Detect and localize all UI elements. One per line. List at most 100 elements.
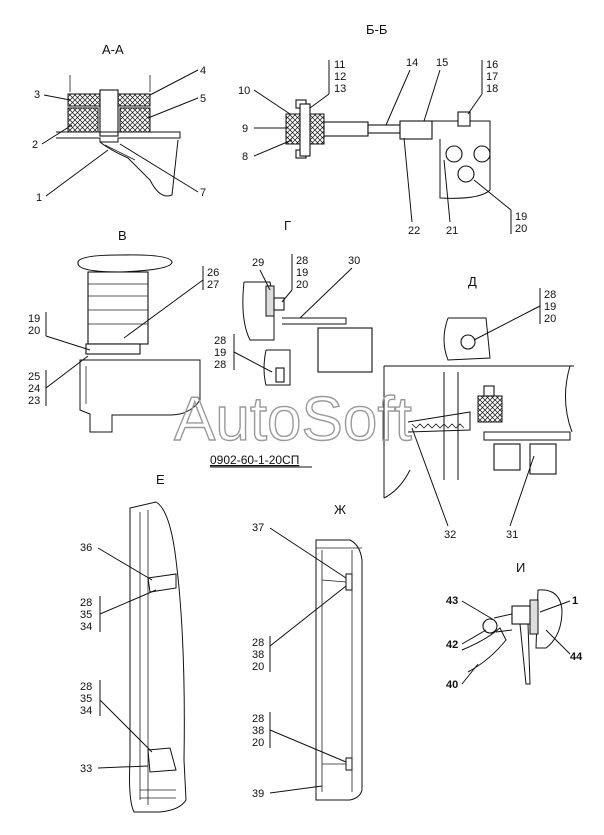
- zh-label-28b: 28: [252, 713, 264, 725]
- bb-label-13: 13: [334, 83, 346, 95]
- d-label-20: 20: [544, 313, 556, 325]
- aa-label-7: 7: [200, 187, 206, 199]
- bb-label-9: 9: [242, 123, 248, 135]
- bb-pad-left: [285, 113, 301, 145]
- d-small-part: [443, 317, 491, 361]
- d-box-1: [493, 443, 521, 471]
- g-clamp: [265, 285, 275, 317]
- zh-pillar-outer: [315, 539, 363, 801]
- i-body: [511, 605, 531, 625]
- bb-hole-2: [473, 145, 491, 163]
- v-label-25: 25: [28, 371, 40, 383]
- e-pillar-outer: [129, 501, 187, 813]
- v-label-23: 23: [28, 395, 40, 407]
- bb-label-20: 20: [515, 223, 527, 235]
- e-footer: [140, 789, 176, 799]
- zh-label-20b: 20: [252, 737, 264, 749]
- i-label-1: 1: [572, 595, 578, 607]
- view-aa-frame: [69, 75, 151, 92]
- i-mount: [529, 599, 539, 635]
- watermark-logo: AutoSoft: [174, 385, 412, 454]
- aa-label-1: 1: [36, 192, 42, 204]
- d-clamp: [477, 395, 503, 423]
- e-label-34a: 34: [80, 621, 92, 633]
- view-zh-title: Ж: [334, 502, 346, 517]
- aa-washer-left: [67, 93, 101, 107]
- zh-label-38b: 38: [252, 725, 264, 737]
- v-label-27: 27: [207, 279, 219, 291]
- i-ring: [482, 618, 498, 634]
- e-label-35b: 35: [80, 693, 92, 705]
- aa-washer-right: [117, 93, 151, 107]
- aa-panel: [56, 131, 181, 143]
- view-d: Д 28 19 20 32 31: [383, 274, 574, 541]
- g-lower-nut: [275, 367, 285, 383]
- i-link: [493, 613, 513, 633]
- bb-label-16: 16: [486, 59, 498, 71]
- v-cap: [77, 254, 173, 273]
- view-i-title: И: [516, 560, 525, 575]
- zh-label-38a: 38: [252, 649, 264, 661]
- aa-label-2: 2: [32, 139, 38, 151]
- g-label-28a: 28: [296, 255, 308, 267]
- d-rack: [407, 411, 471, 433]
- view-v-title: В: [118, 228, 127, 243]
- view-e-title: Е: [156, 472, 165, 487]
- e-label-28a: 28: [80, 597, 92, 609]
- i-label-42: 42: [446, 639, 458, 651]
- bb-coupling: [399, 120, 433, 140]
- g-label-28c: 28: [214, 359, 226, 371]
- g-label-19a: 19: [296, 267, 308, 279]
- zh-label-20a: 20: [252, 661, 264, 673]
- view-d-title: Д: [468, 274, 477, 289]
- e-label-36: 36: [80, 542, 92, 554]
- g-label-20a: 20: [296, 279, 308, 291]
- zh-label-28a: 28: [252, 637, 264, 649]
- bb-label-14: 14: [406, 57, 418, 69]
- g-nut: [273, 297, 285, 311]
- bb-hole-3: [457, 165, 475, 183]
- aa-bolt: [99, 89, 119, 137]
- i-label-43: 43: [446, 595, 458, 607]
- zh-label-37: 37: [252, 522, 264, 534]
- aa-label-3: 3: [34, 89, 40, 101]
- d-small-bolt: [460, 334, 476, 350]
- view-e: Е 36 28 35 34 28 35 34 33: [80, 472, 187, 813]
- e-pillar-inner: [139, 510, 149, 805]
- view-g-title: Г: [284, 218, 291, 233]
- v-label-19: 19: [28, 313, 40, 325]
- e-bracket-bottom: [147, 747, 177, 773]
- view-aa-title: А-А: [102, 42, 124, 57]
- bb-screw: [457, 111, 471, 127]
- zh-label-39: 39: [252, 788, 264, 800]
- zh-wire: [321, 579, 347, 765]
- d-shelf: [483, 431, 571, 441]
- v-label-20: 20: [28, 325, 40, 337]
- i-rod: [519, 623, 531, 685]
- d-label-31: 31: [506, 529, 518, 541]
- drawing-code: 0902-60-1-20СП: [210, 453, 299, 467]
- bb-label-18: 18: [486, 83, 498, 95]
- bb-bolt: [299, 103, 311, 157]
- bb-rod: [367, 124, 401, 134]
- aa-pad-right: [119, 107, 151, 133]
- zh-clip-bottom: [345, 757, 353, 771]
- g-label-29: 29: [252, 257, 264, 269]
- bb-rod-body: [323, 121, 369, 137]
- d-label-32: 32: [444, 529, 456, 541]
- bb-label-8: 8: [242, 151, 248, 163]
- e-label-35a: 35: [80, 609, 92, 621]
- d-teeth: [411, 423, 465, 429]
- bb-label-21: 21: [446, 225, 458, 237]
- g-label-30: 30: [348, 255, 360, 267]
- d-label-28: 28: [544, 289, 556, 301]
- aa-label-4: 4: [200, 65, 206, 77]
- bb-hole-1: [445, 145, 463, 163]
- bb-label-22: 22: [408, 225, 420, 237]
- v-label-24: 24: [28, 383, 40, 395]
- aa-bracket: [99, 139, 179, 197]
- v-label-26: 26: [207, 267, 219, 279]
- i-lamp: [535, 589, 563, 649]
- view-aa: А-А 4 3 5 2 1 7: [32, 42, 206, 204]
